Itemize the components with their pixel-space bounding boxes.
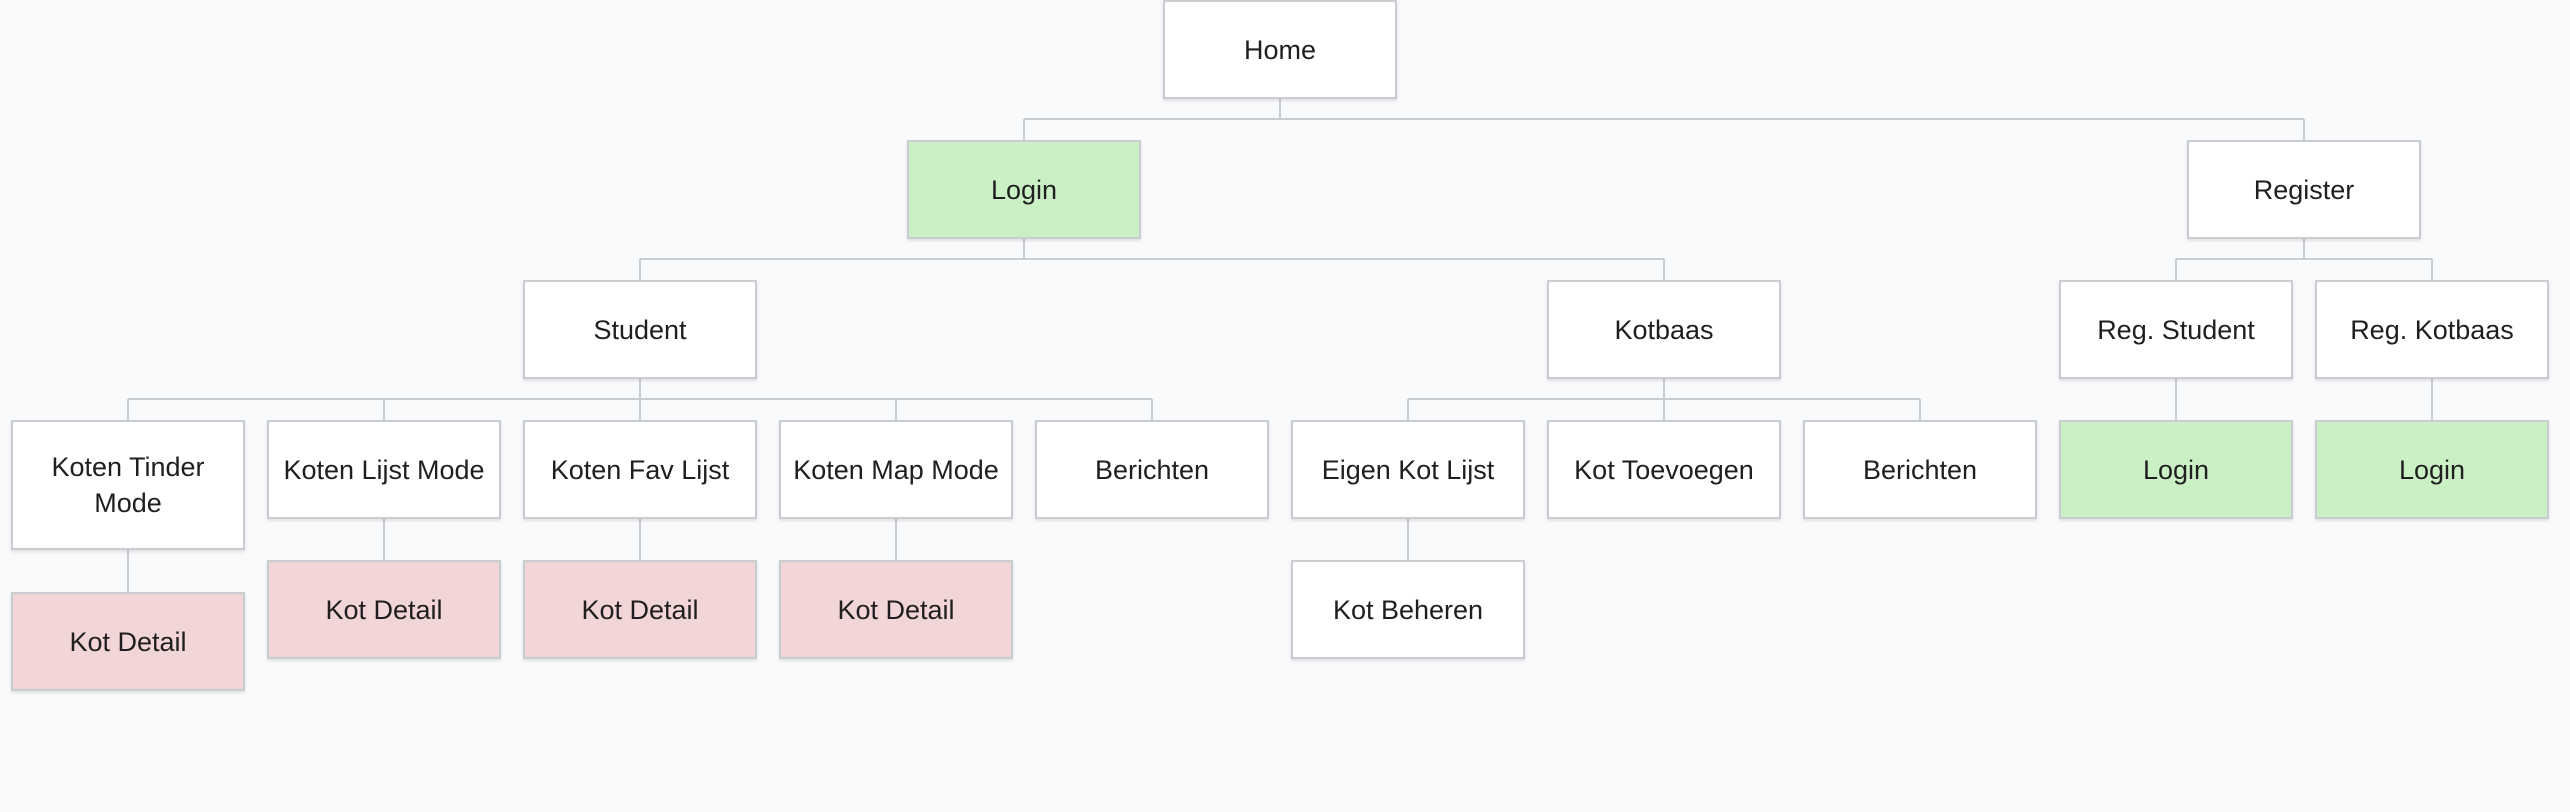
node-reg-kotbaas: Reg. Kotbaas — [2315, 280, 2549, 379]
node-kot-detail-map: Kot Detail — [779, 560, 1013, 659]
node-berichten-student: Berichten — [1035, 420, 1269, 519]
node-koten-lijst-mode: Koten Lijst Mode — [267, 420, 501, 519]
node-koten-map-mode: Koten Map Mode — [779, 420, 1013, 519]
node-kotbaas: Kotbaas — [1547, 280, 1781, 379]
node-koten-tinder-mode: Koten Tinder Mode — [11, 420, 245, 550]
node-login-reg-kotbaas: Login — [2315, 420, 2549, 519]
node-reg-student: Reg. Student — [2059, 280, 2293, 379]
node-koten-fav-lijst: Koten Fav Lijst — [523, 420, 757, 519]
node-student: Student — [523, 280, 757, 379]
node-kot-toevoegen: Kot Toevoegen — [1547, 420, 1781, 519]
node-kot-detail-fav: Kot Detail — [523, 560, 757, 659]
node-berichten-kotbaas: Berichten — [1803, 420, 2037, 519]
node-register: Register — [2187, 140, 2421, 239]
node-login: Login — [907, 140, 1141, 239]
node-kot-detail-lijst: Kot Detail — [267, 560, 501, 659]
node-login-reg-student: Login — [2059, 420, 2293, 519]
node-kot-beheren: Kot Beheren — [1291, 560, 1525, 659]
node-kot-detail-tinder: Kot Detail — [11, 592, 245, 691]
node-home: Home — [1163, 0, 1397, 99]
node-eigen-kot-lijst: Eigen Kot Lijst — [1291, 420, 1525, 519]
